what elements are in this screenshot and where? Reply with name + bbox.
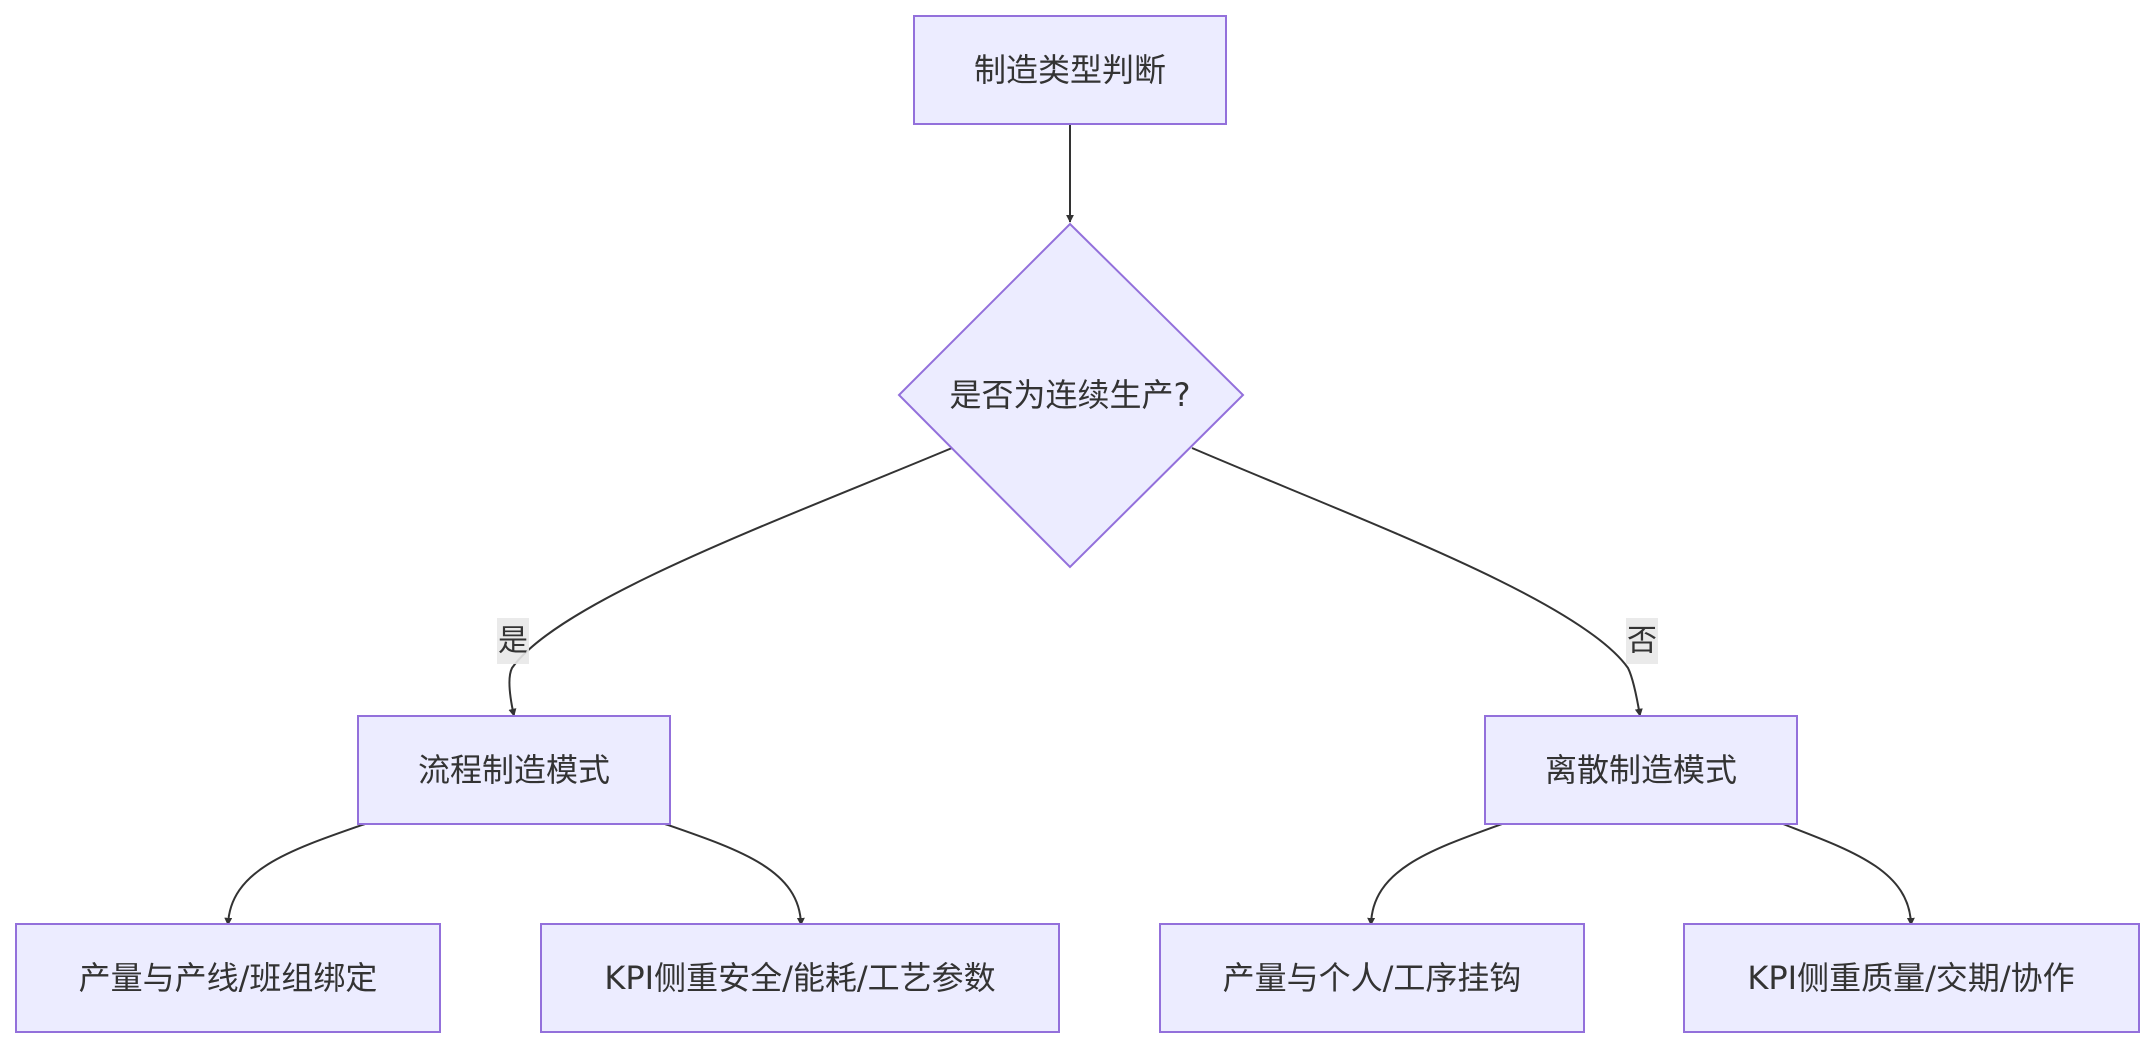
edge-discrete-to-output — [1367, 823, 1503, 926]
node-discrete-output-label: 产量与个人/工序挂钩 — [1223, 959, 1522, 997]
node-start-label: 制造类型判断 — [974, 51, 1166, 89]
edge-decision-to-process — [508, 447, 953, 717]
node-process-output-label: 产量与产线/班组绑定 — [79, 959, 378, 997]
edge-process-to-output — [224, 823, 366, 926]
edges — [224, 125, 1915, 926]
node-discrete-kpi-label: KPI侧重质量/交期/协作 — [1747, 959, 2074, 997]
edge-label-no-text: 否 — [1627, 624, 1657, 659]
node-decision-label: 是否为连续生产? — [950, 376, 1191, 414]
node-discrete-output: 产量与个人/工序挂钩 — [1159, 923, 1585, 1033]
node-discrete-kpi: KPI侧重质量/交期/协作 — [1683, 923, 2140, 1033]
edge-process-to-kpi — [664, 823, 805, 926]
edge-discrete-to-kpi — [1782, 823, 1915, 926]
node-process-kpi: KPI侧重安全/能耗/工艺参数 — [540, 923, 1060, 1033]
edge-label-yes-text: 是 — [498, 624, 528, 659]
node-discrete: 离散制造模式 — [1484, 715, 1798, 825]
node-process-label: 流程制造模式 — [418, 751, 610, 789]
node-process: 流程制造模式 — [357, 715, 671, 825]
edge-label-no: 否 — [1626, 618, 1658, 664]
edge-label-yes: 是 — [497, 618, 529, 664]
node-discrete-label: 离散制造模式 — [1545, 751, 1737, 789]
node-start: 制造类型判断 — [913, 15, 1227, 125]
edge-decision-to-discrete — [1191, 447, 1643, 717]
node-process-kpi-label: KPI侧重安全/能耗/工艺参数 — [604, 959, 995, 997]
node-process-output: 产量与产线/班组绑定 — [15, 923, 441, 1033]
node-decision: 是否为连续生产? — [897, 222, 1245, 569]
